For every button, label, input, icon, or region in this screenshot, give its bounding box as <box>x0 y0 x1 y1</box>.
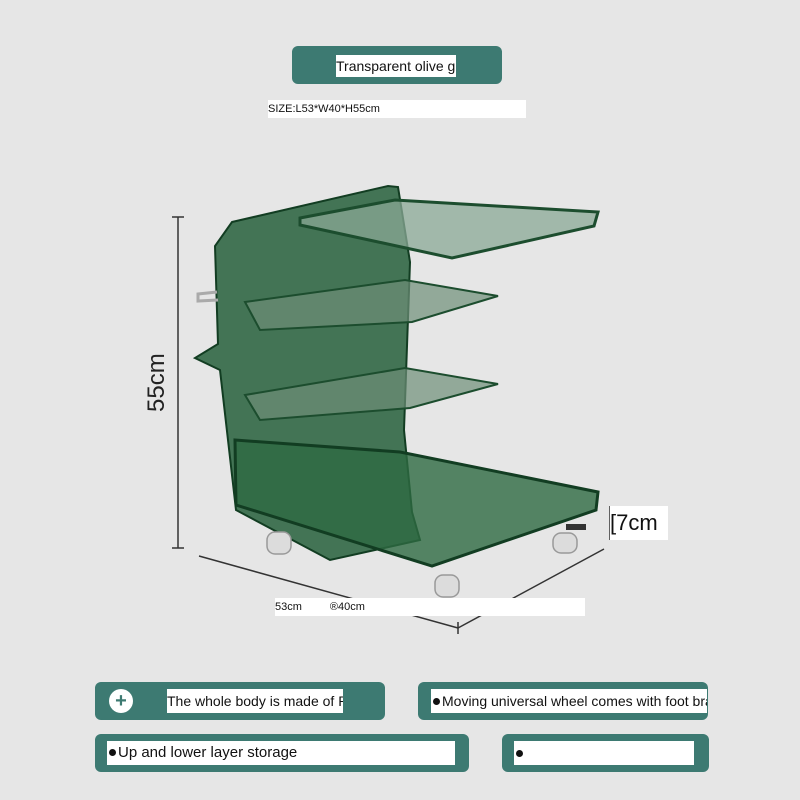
length-dimension-line <box>198 555 459 629</box>
wheel-icon <box>552 532 578 554</box>
length-label: 53cm <box>275 601 302 613</box>
base-dimensions: 53cm ®40cm <box>275 598 585 616</box>
feature-item-wheels: Moving universal wheel comes with foot b… <box>431 689 707 713</box>
caster-wheels <box>266 524 586 598</box>
foot-brake-icon <box>566 524 586 530</box>
feature-label-wheels: Moving universal wheel comes with foot b… <box>442 693 707 709</box>
plus-icon: + <box>109 689 133 713</box>
wheel-height-label: [7cm <box>610 506 668 540</box>
width-label: ®40cm <box>329 601 365 613</box>
bullet-icon <box>433 697 440 705</box>
feature-label-storage: Up and lower layer storage <box>118 744 298 761</box>
feature-item-storage: Up and lower layer storage <box>107 741 455 765</box>
wheel-icon <box>434 574 460 598</box>
size-spec: SIZE:L53*W40*H55cm <box>268 100 526 118</box>
feature-label-material: The whole body is made of PC <box>167 689 343 713</box>
height-dimension-label: 55cm <box>143 353 170 412</box>
product-title: Transparent olive green <box>336 55 456 77</box>
bullet-icon <box>109 748 116 756</box>
wheel-icon <box>266 531 292 555</box>
width-dimension-line <box>457 548 605 629</box>
bullet-icon <box>516 749 523 757</box>
trolley-body <box>192 184 600 568</box>
feature-item-blank <box>514 741 694 765</box>
